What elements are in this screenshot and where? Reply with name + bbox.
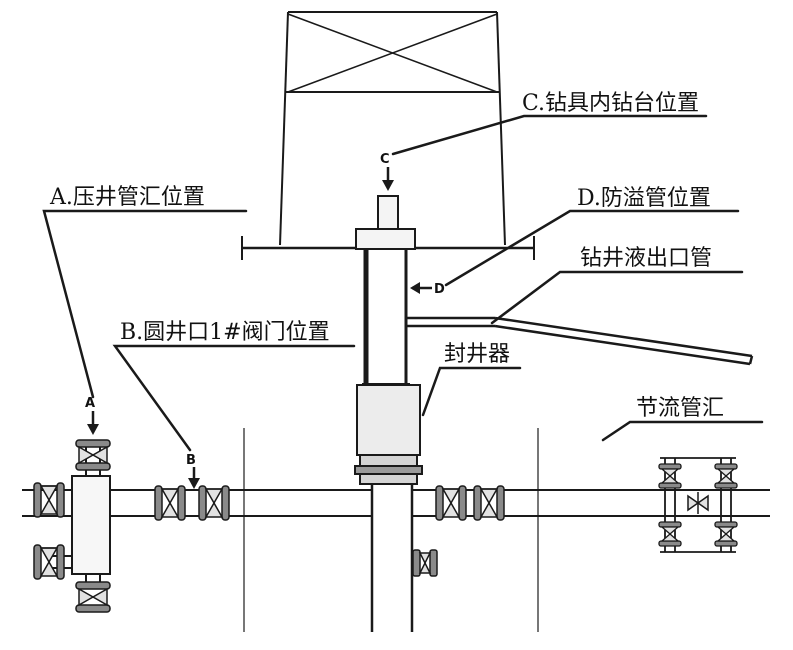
- marker-b: B: [186, 453, 200, 489]
- wellhead-valve-1: [154, 485, 186, 521]
- marker-c: C: [380, 152, 394, 191]
- main-manifold-pipe: [22, 489, 770, 517]
- choke-line-valve-2: [473, 485, 505, 521]
- leader-a: [42, 209, 248, 399]
- marker-d-letter: D: [434, 282, 445, 297]
- marker-b-letter: B: [186, 453, 196, 468]
- leader-outlet: [490, 270, 744, 325]
- choke-line-valve-1: [435, 485, 467, 521]
- leader-c: [391, 114, 708, 156]
- kill-valve-bottom: [75, 581, 111, 613]
- riser-pipe: [362, 249, 410, 385]
- label-a: A.压井管汇位置: [49, 185, 205, 210]
- drill-pipe-top: [355, 195, 416, 250]
- leader-d: [444, 209, 740, 287]
- label-outlet: 钻井液出口管: [580, 246, 712, 271]
- marker-a-letter: A: [85, 396, 95, 411]
- label-bop: 封井器: [444, 342, 510, 367]
- small-side-valve: [412, 549, 438, 577]
- label-c: C.钻具内钻台位置: [522, 91, 699, 116]
- marker-a: A: [85, 396, 99, 435]
- choke-manifold: [660, 457, 736, 553]
- choke-valve-3: [714, 463, 738, 489]
- leader-lines: [42, 114, 764, 452]
- leader-bop: [421, 366, 522, 417]
- choke-center-valve: [687, 492, 709, 514]
- choke-valve-1: [658, 463, 682, 489]
- marker-c-letter: C: [380, 152, 390, 167]
- leader-choke: [601, 420, 764, 442]
- wellhead-valve-2: [198, 485, 230, 521]
- kill-valve-left: [33, 482, 65, 518]
- kill-manifold: [50, 440, 111, 585]
- leader-b: [112, 344, 356, 452]
- label-b: B.圆井口1#阀门位置: [120, 320, 330, 345]
- label-d: D.防溢管位置: [577, 186, 711, 211]
- mud-outlet-pipe: [406, 316, 754, 366]
- label-choke: 节流管汇: [636, 396, 724, 421]
- kill-valve-top: [75, 439, 111, 471]
- choke-valve-4: [714, 521, 738, 547]
- bop-stack: [354, 384, 423, 632]
- marker-d: D: [410, 282, 445, 297]
- choke-valve-2: [658, 521, 682, 547]
- reference-lines: [243, 428, 539, 632]
- kill-valve-lower: [33, 544, 65, 580]
